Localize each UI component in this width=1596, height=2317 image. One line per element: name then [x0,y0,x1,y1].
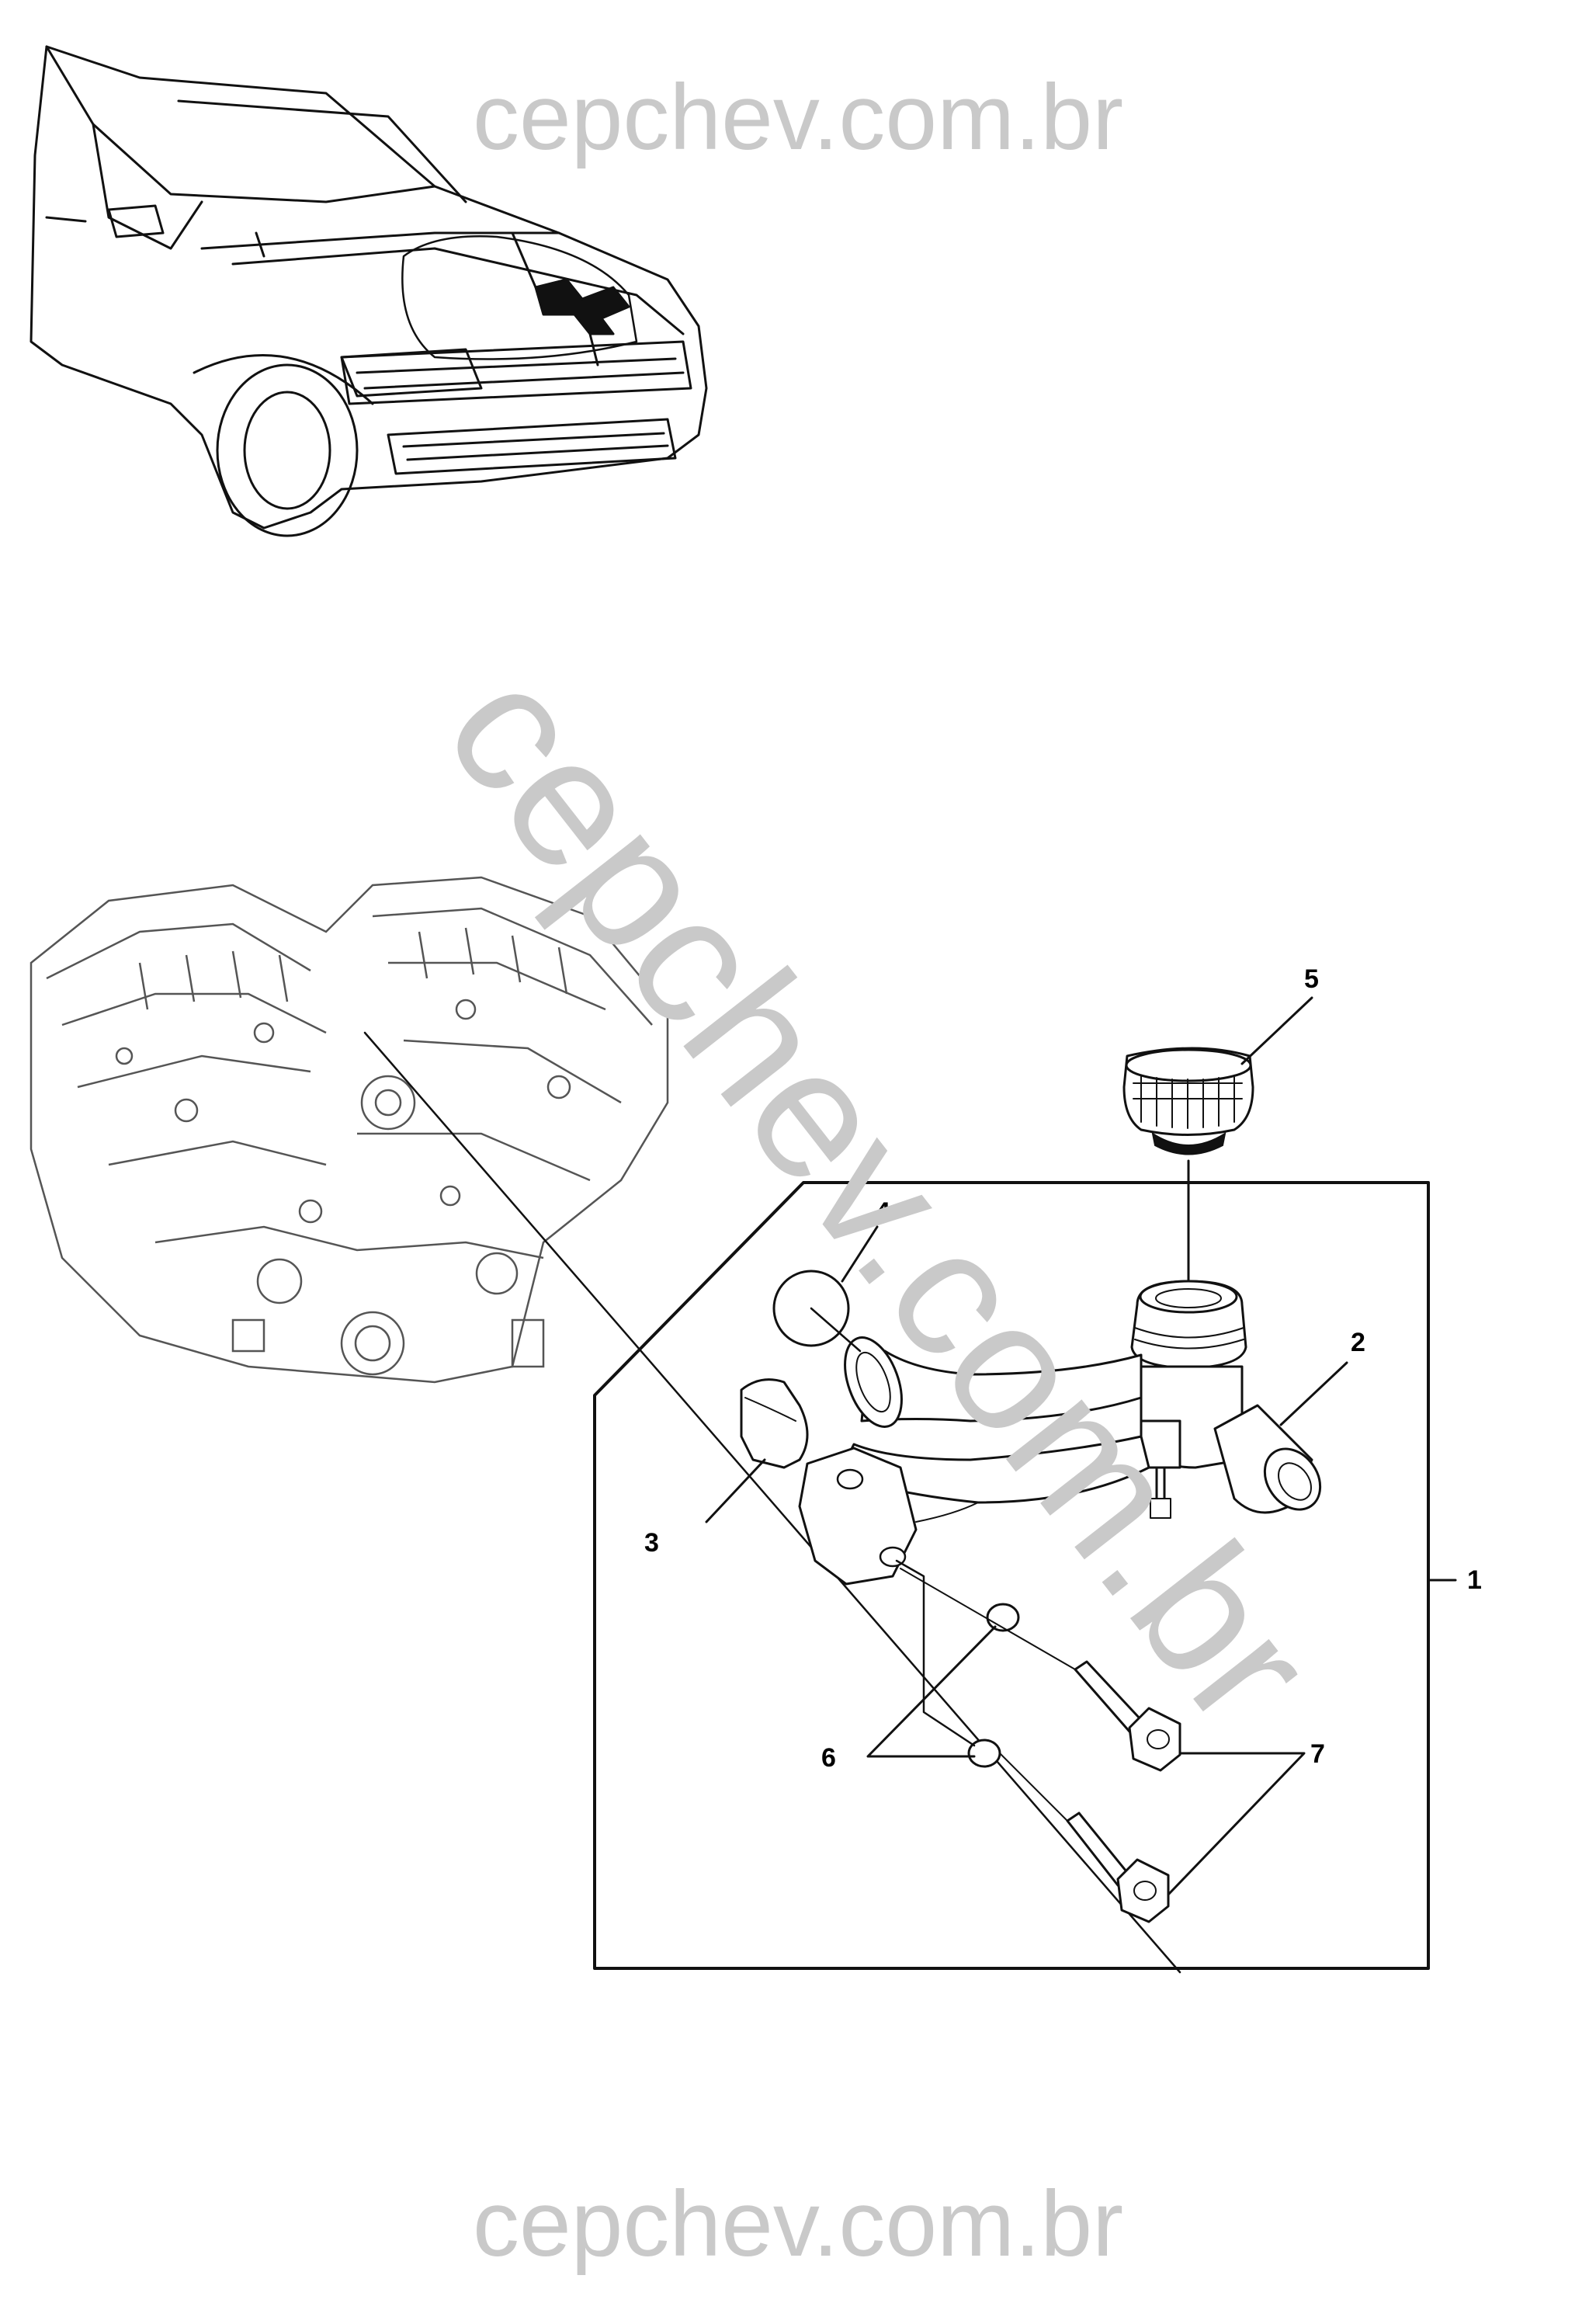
bolt-upper [1074,1660,1181,1772]
watermark-diagonal: cepchev.com.br [408,630,1353,1760]
callout-5: 5 [1304,964,1319,994]
pressure-cap [1122,1047,1254,1155]
callout-6: 6 [821,1743,836,1773]
assembly-frame [593,1181,1430,1970]
watermark-bottom: cepchev.com.br [473,2172,1123,2276]
callout-2: 2 [1351,1328,1365,1357]
gasket [740,1378,809,1469]
bolt-lower [1066,1812,1170,1923]
car-illustration [29,45,708,537]
callout-1: 1 [1467,1565,1482,1595]
watermark-top: cepchev.com.br [473,65,1123,169]
washer-upper [986,1603,1020,1632]
callout-3: 3 [644,1528,659,1558]
locator-line [363,1031,1181,1974]
engine-illustration [29,876,669,1384]
callout-7: 7 [1310,1739,1325,1769]
callout-4: 4 [876,1197,890,1227]
coolant-pipe-housing [798,1280,1322,1586]
